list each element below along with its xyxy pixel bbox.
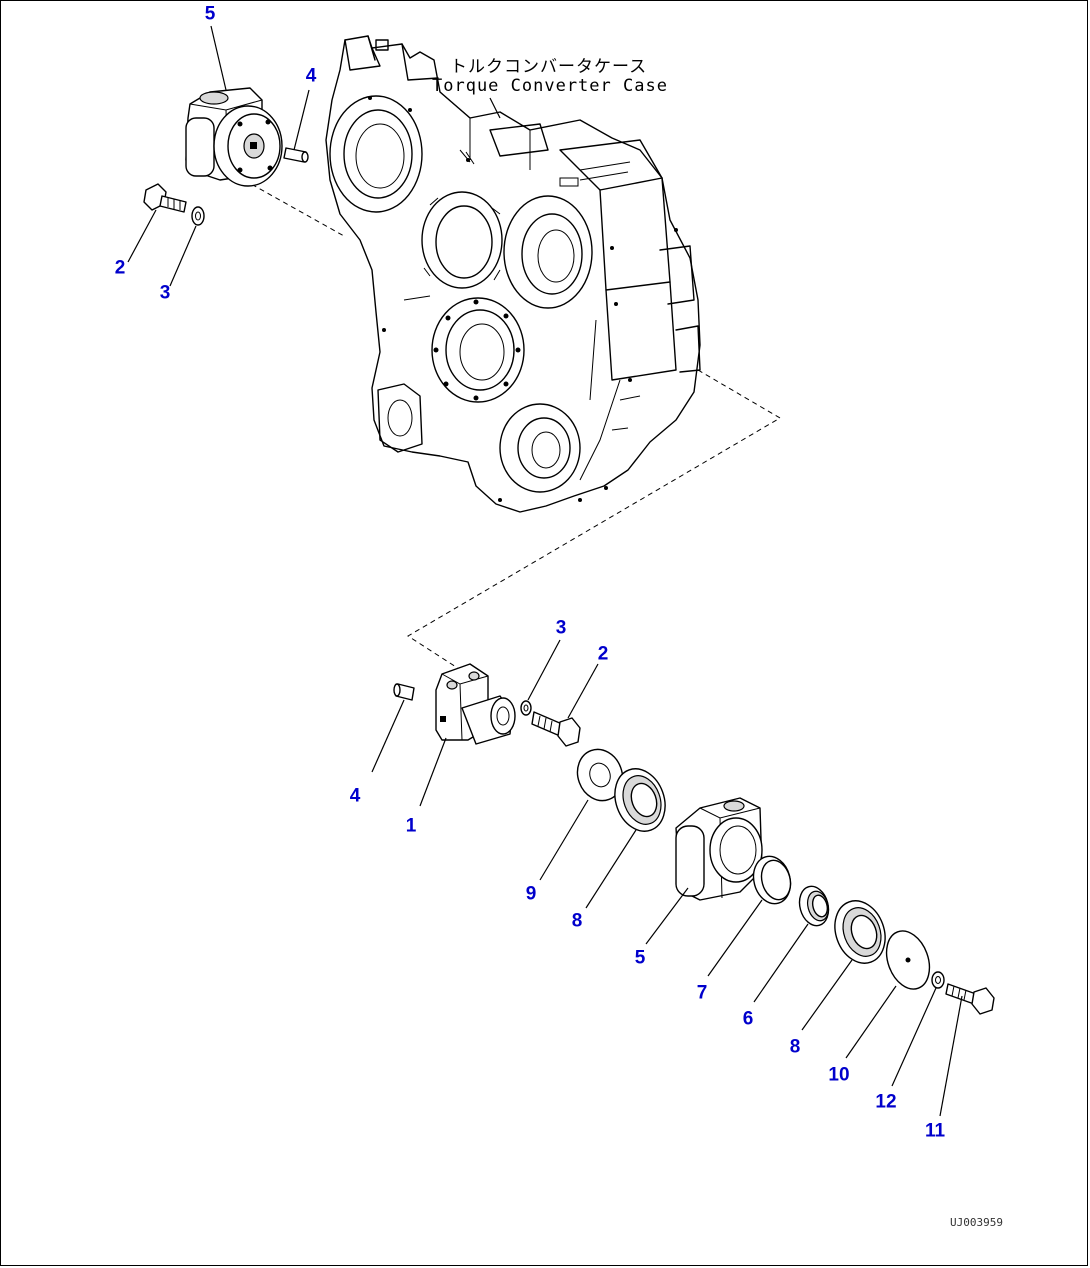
callout-4-top: 4 <box>305 65 317 87</box>
callout-8-b: 8 <box>789 1036 801 1058</box>
top-mounted-assembly <box>143 87 309 226</box>
callout-5-top: 5 <box>204 3 216 25</box>
callout-10: 10 <box>828 1064 850 1086</box>
leader-lines <box>127 25 963 1117</box>
callout-4-mid: 4 <box>349 785 361 807</box>
part-12-washer <box>931 971 945 989</box>
torque-converter-case <box>325 35 701 513</box>
callout-1: 1 <box>405 815 417 837</box>
case-label-japanese: トルクコンバータケース <box>450 57 648 77</box>
callout-2-top: 2 <box>114 257 126 279</box>
part-2-bolt <box>531 711 581 747</box>
part-8-seal-b <box>834 900 886 964</box>
callout-11: 11 <box>924 1120 946 1142</box>
drawing-code: UJ003959 <box>950 1216 1003 1229</box>
part-3-washer <box>520 700 532 716</box>
part-10-plate <box>885 930 931 990</box>
callout-8-a: 8 <box>571 910 583 932</box>
callout-3-top: 3 <box>159 282 171 304</box>
part-11-bolt <box>945 983 995 1015</box>
part-1-support <box>435 663 516 745</box>
callout-12: 12 <box>875 1091 897 1113</box>
part-4-pin <box>393 683 415 701</box>
callout-9: 9 <box>525 883 537 905</box>
assembly-line-case <box>407 369 781 677</box>
part-5-bracket <box>675 797 763 901</box>
assembly-line-top <box>243 179 345 237</box>
callout-2-mid: 2 <box>597 643 609 665</box>
part-9-plate <box>576 748 624 802</box>
case-label-english: Torque Converter Case <box>432 76 668 96</box>
part-6-bushing <box>798 885 830 927</box>
callout-7: 7 <box>696 982 708 1004</box>
callout-6: 6 <box>742 1008 754 1030</box>
part-8-seal-a <box>614 768 666 832</box>
callout-3-mid: 3 <box>555 617 567 639</box>
part-7-ring <box>752 855 792 905</box>
callout-5-bottom: 5 <box>634 947 646 969</box>
